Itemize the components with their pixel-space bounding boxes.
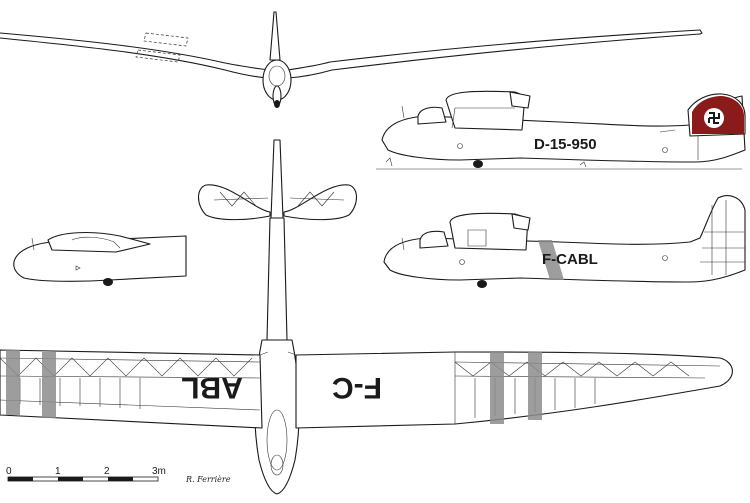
registration-upper: D-15-950 (534, 136, 597, 153)
side-view-upper: D-15-950 (376, 90, 746, 170)
registration-lower: F-CABL (542, 251, 598, 268)
front-view (0, 11, 703, 108)
wing-registration-right: F-C (332, 371, 382, 404)
scale-label-2: 2 (104, 466, 110, 477)
plan-view-tail (197, 139, 358, 495)
scale-bar: 0 1 2 3m (6, 466, 166, 482)
wing-registration-left: ABL (181, 371, 243, 404)
nose-detail-view (13, 232, 187, 286)
scale-label-1: 1 (55, 466, 61, 477)
scale-label-0: 0 (6, 466, 12, 477)
scale-label-3m: 3m (152, 466, 166, 477)
side-view-lower: F-CABL (383, 195, 746, 288)
artist-signature: R. Ferrière (185, 475, 231, 484)
plan-view-wings: ABL F-C (0, 349, 733, 429)
